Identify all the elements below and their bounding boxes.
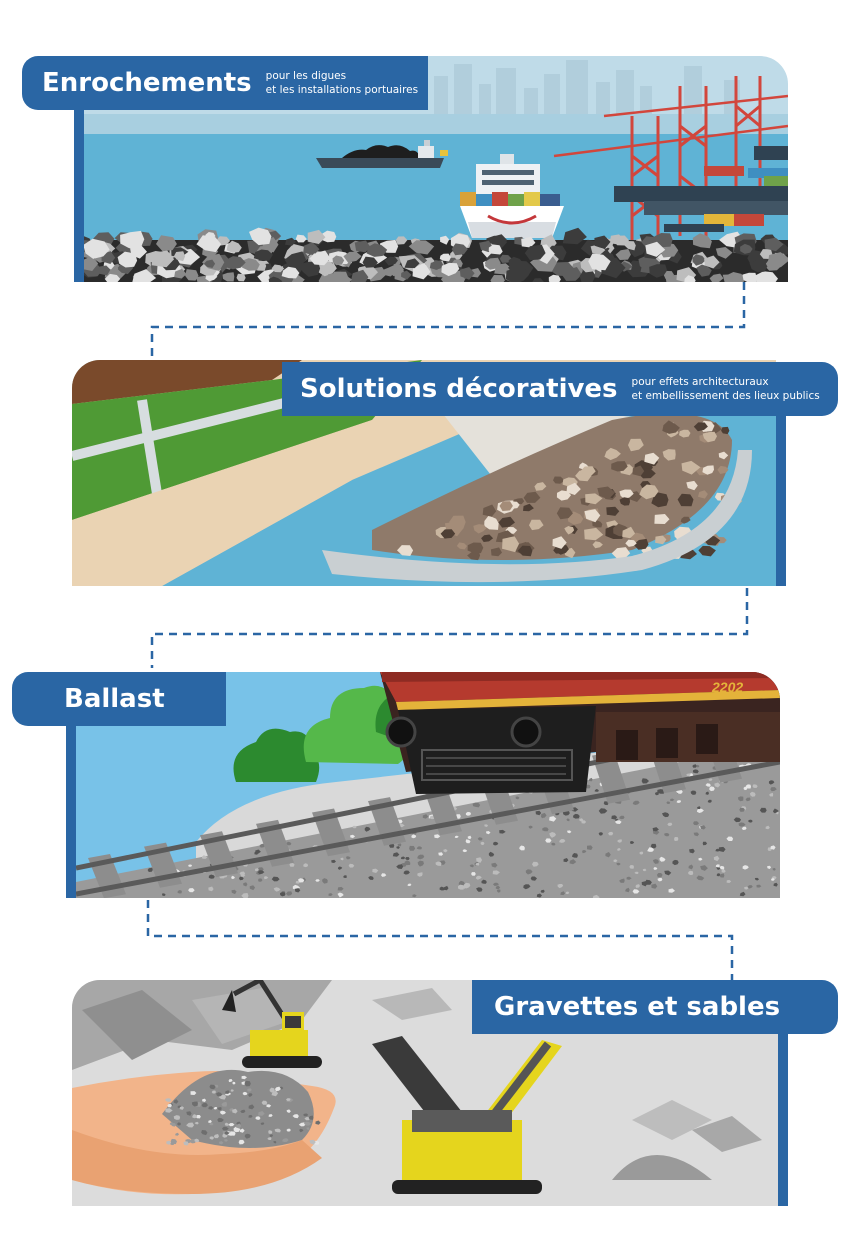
container-ship	[460, 154, 564, 238]
port-cranes	[553, 76, 788, 246]
rail-left	[76, 739, 697, 871]
enrochements-subtitle: pour les digues et les installations por…	[266, 69, 418, 97]
connector-3	[146, 900, 734, 980]
locomotive-number: 2202	[711, 679, 743, 695]
ballast-title: Ballast	[64, 684, 165, 714]
breakwater-rocks	[84, 227, 788, 282]
enrochements-subtitle-line-2: et les installations portuaires	[265, 84, 419, 96]
bulk-carrier	[316, 140, 448, 168]
quay-containers	[614, 146, 788, 232]
decorative-label: Solutions décoratives pour effets archit…	[282, 362, 838, 416]
enrochements-subtitle-line-1: pour les digues	[265, 70, 347, 82]
enrochements-label: Enrochements pour les digues et les inst…	[22, 56, 428, 110]
enrochements-title: Enrochements	[42, 68, 252, 98]
decorative-subtitle-line-2: et embellissement des lieux publics	[631, 390, 820, 402]
decorative-subtitle-line-1: pour effets architecturaux	[631, 376, 769, 388]
locomotive	[380, 672, 780, 794]
quarry-panel-edge	[778, 1034, 788, 1206]
port-illustration	[84, 56, 788, 282]
rail-right	[76, 759, 780, 897]
port-panel	[84, 56, 788, 282]
ballast-label: Ballast	[12, 672, 226, 726]
screening-conveyor	[372, 1036, 562, 1194]
curved-wall	[322, 450, 752, 583]
decorative-title: Solutions décoratives	[300, 374, 618, 404]
gravel-pile	[612, 1155, 712, 1180]
decorative-panel-edge	[776, 414, 786, 586]
connector-2	[150, 588, 749, 668]
hands-with-gravel	[72, 1069, 336, 1195]
decorative-subtitle: pour effets architecturaux et embellisse…	[632, 375, 820, 403]
excavator	[222, 980, 322, 1068]
ballast-panel-edge	[66, 724, 76, 898]
gravettes-title: Gravettes et sables	[494, 992, 781, 1022]
decorative-stones	[397, 420, 743, 561]
gravettes-label: Gravettes et sables	[472, 980, 838, 1034]
port-panel-edge	[74, 108, 84, 282]
brown-strip	[72, 360, 302, 404]
connector-1	[150, 282, 746, 360]
